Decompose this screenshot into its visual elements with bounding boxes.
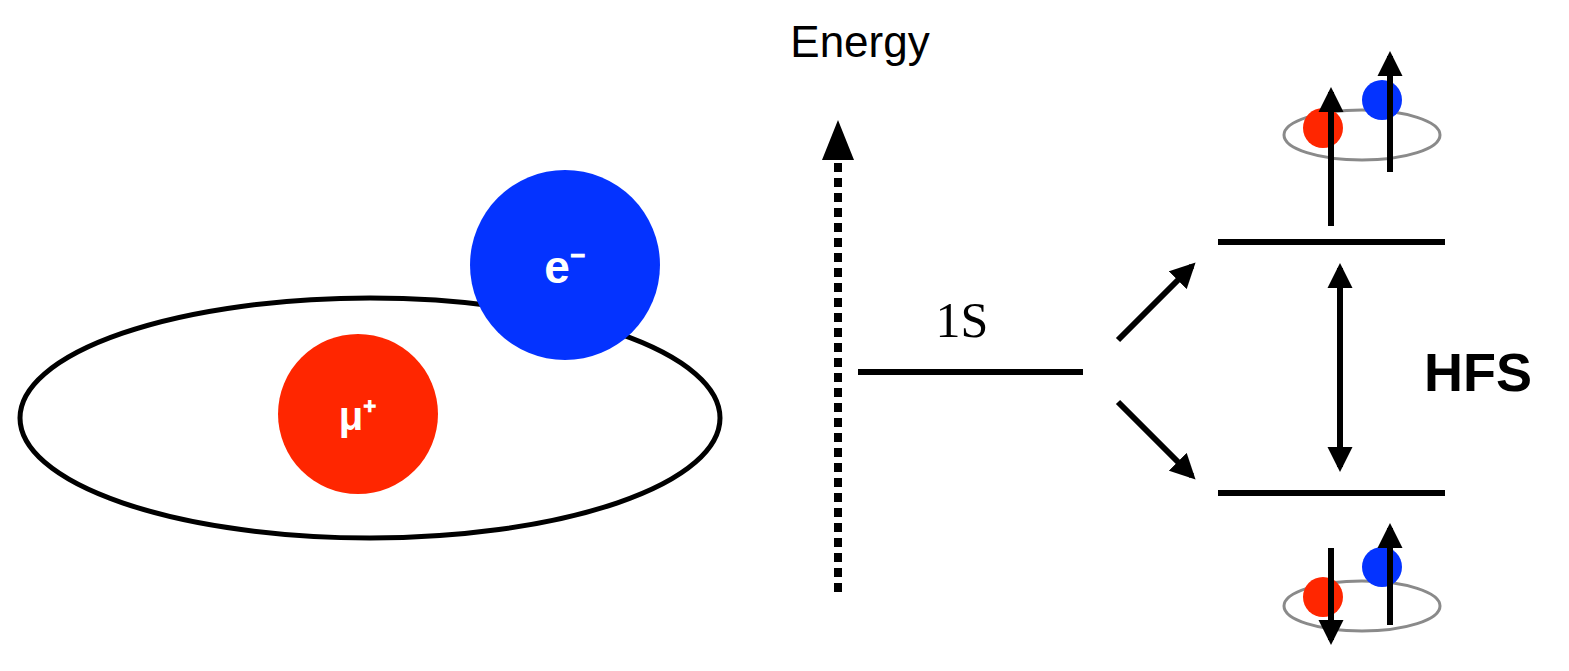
upper-level bbox=[1218, 239, 1445, 245]
axis-arrowhead bbox=[822, 120, 854, 160]
level-1s bbox=[858, 369, 1083, 375]
particle-symbol: e⁻ bbox=[544, 234, 586, 296]
split-arrow bbox=[1118, 402, 1192, 476]
split-arrow bbox=[1118, 266, 1192, 340]
hfs-arrow bbox=[1337, 268, 1343, 467]
particle-symbol: μ⁺ bbox=[339, 387, 377, 442]
muon-circle: μ⁺ bbox=[278, 334, 438, 494]
splitting-label: HFS bbox=[1424, 345, 1532, 399]
level-label: 1S bbox=[936, 295, 989, 345]
lower-level bbox=[1218, 490, 1445, 496]
electron-circle: e⁻ bbox=[470, 170, 660, 360]
axis-label: Energy bbox=[790, 20, 929, 64]
antiparallel-spin-icon bbox=[1284, 528, 1440, 640]
energy-axis bbox=[834, 150, 842, 592]
parallel-spin-icon bbox=[1284, 56, 1440, 226]
